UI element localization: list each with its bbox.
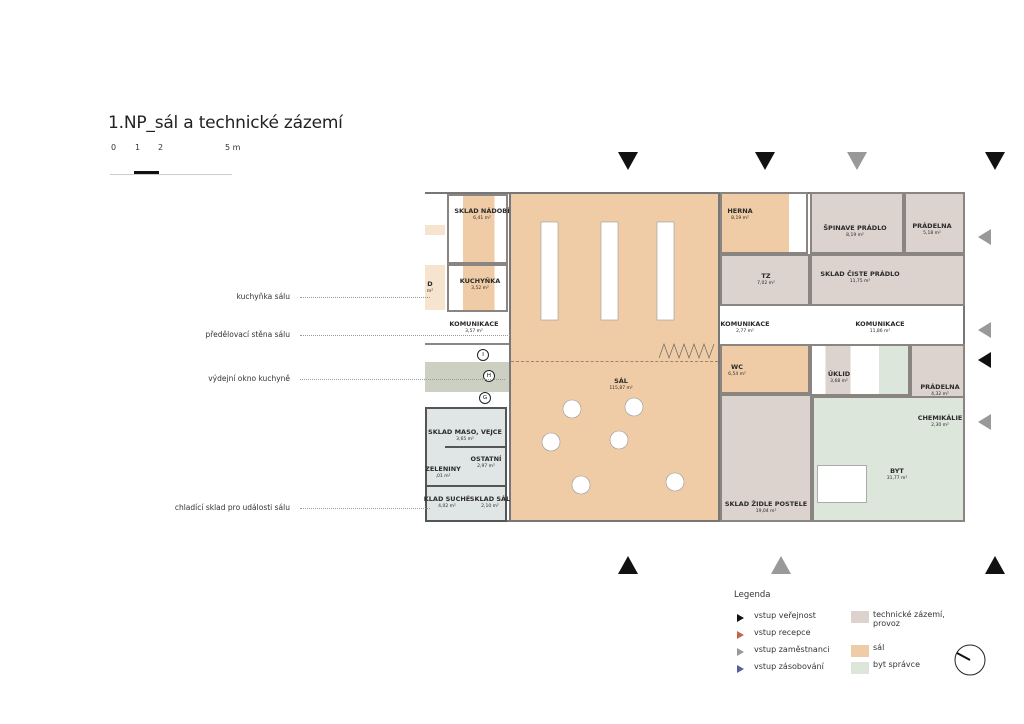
banquet-table xyxy=(540,221,559,321)
scale-bar-segment xyxy=(134,171,159,174)
round-table xyxy=(624,397,644,417)
annotation-cold-storage: chladící sklad pro události sálu xyxy=(174,503,290,512)
room-sklad-zidle-postele xyxy=(720,394,812,522)
legend-swatch-technical xyxy=(851,611,869,623)
room-label: ZELENINY,01 m² xyxy=(425,465,461,479)
entrance-staff-arrow-icon xyxy=(978,414,991,430)
room-kuchynka xyxy=(447,264,508,312)
entrance-public-arrow-icon xyxy=(985,556,1005,574)
legend-title: Legenda xyxy=(734,590,771,600)
leader-line xyxy=(300,379,505,380)
cold-storage-block xyxy=(425,407,507,522)
grid-marker-h: H xyxy=(483,370,495,382)
partition-wall xyxy=(511,361,718,362)
north-arrow-icon xyxy=(954,644,986,676)
legend-marker-supply-icon xyxy=(737,665,744,673)
legend-byt: byt správce xyxy=(873,660,920,669)
folding-partition xyxy=(658,342,715,360)
wall xyxy=(445,446,507,448)
banquet-table xyxy=(600,221,619,321)
wall xyxy=(425,485,507,487)
grid-marker-i: I xyxy=(477,349,489,361)
legend-marker-public-icon xyxy=(737,614,744,622)
entrance-staff-arrow-icon xyxy=(978,322,991,338)
legend-marker-reception-icon xyxy=(737,631,744,639)
grid-marker-g: G xyxy=(479,392,491,404)
partial-room xyxy=(425,225,445,235)
entrance-public-arrow-icon xyxy=(755,152,775,170)
annotation-partition: předělovací stěna sálu xyxy=(205,330,290,339)
wall xyxy=(425,343,510,345)
room-sklad-nadobi xyxy=(447,194,508,264)
legend-reception: vstup recepce xyxy=(754,628,811,637)
entrance-public-arrow-icon xyxy=(978,352,991,368)
legend-supply: vstup zásobování xyxy=(754,662,824,671)
sal-furniture xyxy=(540,221,715,495)
room-sklad-ciste-pradlo xyxy=(810,254,965,306)
round-table xyxy=(541,432,561,452)
legend-staff: vstup zaměstnanci xyxy=(754,645,830,654)
legend-swatch-byt xyxy=(851,662,869,674)
room-wc xyxy=(720,344,810,394)
legend-swatch-sal xyxy=(851,645,869,657)
scale-label-0: 0 xyxy=(111,143,117,152)
entrance-staff-arrow-icon xyxy=(978,229,991,245)
room-tz xyxy=(720,254,810,306)
entrance-staff-arrow-icon xyxy=(771,556,791,574)
entrance-public-arrow-icon xyxy=(618,556,638,574)
scale-label-2: 2 xyxy=(158,143,164,152)
room-spinave-pradlo xyxy=(810,192,904,254)
round-table xyxy=(609,430,629,450)
banquet-table xyxy=(656,221,675,321)
corridor-h xyxy=(425,362,510,392)
legend-public: vstup veřejnost xyxy=(754,611,816,620)
sheet-title: 1.NP_sál a technické zázemí xyxy=(108,113,343,133)
scale-label-5: 5 m xyxy=(225,143,241,152)
entrance-staff-arrow-icon xyxy=(847,152,867,170)
leader-line xyxy=(300,508,430,509)
room-pradelna xyxy=(904,192,965,254)
scale-bar-line xyxy=(110,174,232,175)
legend-technical: technické zázemí,provoz xyxy=(873,610,945,628)
entrance-public-arrow-icon xyxy=(985,152,1005,170)
annotation-window: výdejní okno kuchyně xyxy=(208,374,290,383)
round-table xyxy=(665,472,685,492)
annotation-kuchynka: kuchyňka sálu xyxy=(236,292,290,301)
room-herna xyxy=(720,192,808,254)
legend-marker-staff-icon xyxy=(737,648,744,656)
legend-sal: sál xyxy=(873,643,885,652)
room-partial-d xyxy=(425,265,445,310)
scale-label-1: 1 xyxy=(135,143,141,152)
leader-line xyxy=(300,297,430,298)
entrance-public-arrow-icon xyxy=(618,152,638,170)
round-table xyxy=(571,475,591,495)
bed xyxy=(817,465,867,503)
room-uklid xyxy=(810,344,910,396)
leader-line xyxy=(300,335,510,336)
round-table xyxy=(562,399,582,419)
